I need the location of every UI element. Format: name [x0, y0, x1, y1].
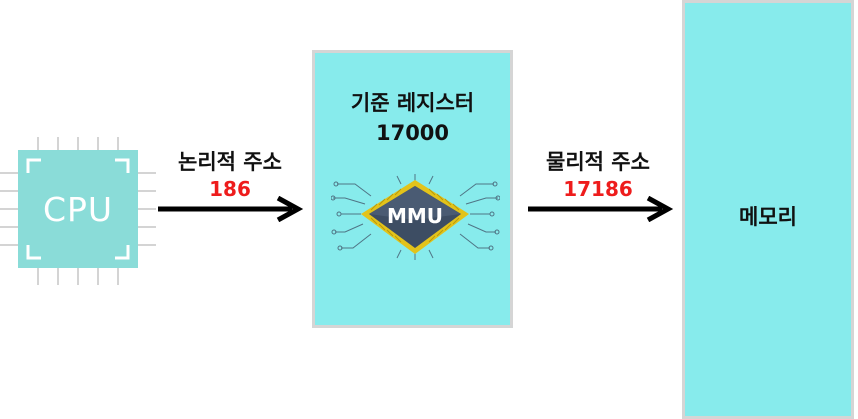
mmu-chip-icon	[331, 174, 500, 260]
base-register-value: 17000	[375, 121, 450, 145]
physical-address-label: 물리적 주소	[546, 150, 650, 174]
logical-address-value: 186	[209, 177, 251, 201]
physical-address-value: 17186	[563, 177, 633, 201]
mmu-box: 기준 레지스터 17000	[312, 50, 513, 328]
logical-address-label: 논리적 주소	[178, 150, 282, 174]
base-register-title: 기준 레지스터	[350, 91, 475, 115]
physical-address-arrow	[528, 196, 674, 222]
memory-box: 메모리	[682, 0, 854, 419]
cpu-label: CPU	[42, 189, 114, 229]
memory-label: 메모리	[739, 205, 797, 229]
logical-address-arrow	[158, 196, 304, 222]
cpu-chip	[0, 137, 156, 285]
mmu-label: MMU	[386, 204, 444, 228]
